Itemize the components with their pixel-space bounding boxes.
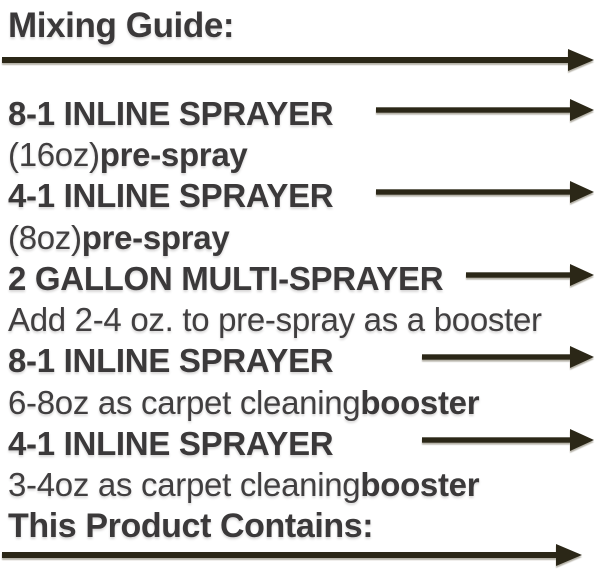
product-name: 4-1 INLINE SPRAYER [8, 425, 334, 463]
detail-text: Add 2-4 oz. to pre-spray as a booster [8, 301, 542, 339]
detail-text: (8oz) [8, 218, 82, 256]
divider-arrow-top [2, 47, 594, 93]
right-arrow-icon [422, 346, 594, 369]
product-row: 4-1 INLINE SPRAYER [8, 423, 594, 464]
heading-row: Mixing Guide: [8, 4, 594, 48]
right-arrow-icon [466, 263, 594, 286]
product-row: 2 GALLON MULTI-SPRAYER [8, 258, 594, 299]
product-detail-row: 6-8oz as carpet cleaning booster [8, 382, 594, 423]
right-arrow-icon [2, 49, 594, 71]
right-arrow-icon [422, 429, 594, 452]
detail-text: 6-8oz as carpet cleaning [8, 383, 361, 421]
product-detail-row: (8oz) pre-spray [8, 217, 594, 258]
product-name: 8-1 INLINE SPRAYER [8, 94, 334, 132]
product-detail-row: 3-4oz as carpet cleaning booster [8, 465, 594, 506]
detail-text: 3-4oz as carpet cleaning [8, 466, 361, 504]
product-name: 2 GALLON MULTI-SPRAYER [8, 259, 444, 297]
right-arrow-icon [2, 544, 582, 567]
product-name: 8-1 INLINE SPRAYER [8, 342, 334, 380]
detail-emphasis: booster [360, 383, 480, 421]
detail-emphasis: booster [360, 466, 480, 504]
mixing-guide-heading: Mixing Guide: [8, 6, 235, 45]
product-detail-row: (16oz) pre-spray [8, 134, 594, 175]
detail-emphasis: pre-spray [81, 218, 230, 256]
detail-emphasis: pre-spray [99, 135, 248, 173]
product-detail-row: Add 2-4 oz. to pre-spray as a booster [8, 299, 594, 340]
product-contains-heading: This Product Contains: [8, 507, 374, 546]
product-row: 8-1 INLINE SPRAYER [8, 93, 594, 134]
product-row: 4-1 INLINE SPRAYER [8, 176, 594, 217]
footer-heading-row: This Product Contains: [8, 506, 594, 547]
detail-text: (16oz) [8, 135, 100, 173]
product-row: 8-1 INLINE SPRAYER [8, 341, 594, 382]
divider-arrow-bottom [2, 542, 594, 572]
right-arrow-icon [376, 98, 594, 121]
right-arrow-icon [376, 181, 594, 204]
product-name: 4-1 INLINE SPRAYER [8, 177, 334, 215]
